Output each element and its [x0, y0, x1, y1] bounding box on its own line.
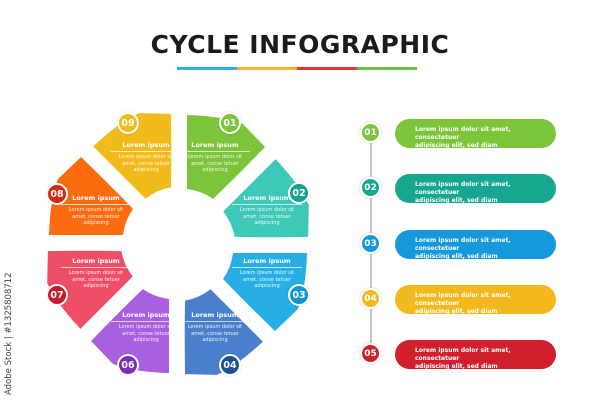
- segment-04-badge: 04: [219, 354, 241, 376]
- segment-08-text: Lorem ipsum Lorem ipsum dolor sit amet, …: [61, 194, 131, 227]
- segment-body: Lorem ipsum dolor sit amet, conse tetuer…: [68, 207, 124, 226]
- underline-blue: [177, 67, 237, 70]
- segment-heading: Lorem ipsum: [180, 311, 250, 322]
- segment-body: Lorem ipsum dolor sit amet, conse tetuer…: [68, 270, 124, 289]
- segment-heading: Lorem ipsum: [111, 311, 181, 322]
- segment-heading: Lorem ipsum: [232, 257, 302, 268]
- segment-heading: Lorem ipsum: [232, 194, 302, 205]
- timeline-text-line1: Lorem ipsum dolor sit amet, consectetuer: [415, 292, 511, 307]
- timeline-badge-01: 01: [360, 122, 381, 143]
- segment-heading: Lorem ipsum: [61, 194, 131, 205]
- underline-red: [297, 67, 357, 70]
- timeline-badge-04: 04: [360, 288, 381, 309]
- timeline-item-04: Lorem ipsum dolor sit amet, consectetuer…: [395, 285, 556, 315]
- segment-body: Lorem ipsum dolor sit amet, conse tetuer…: [118, 154, 174, 173]
- timeline-text-line1: Lorem ipsum dolor sit amet, consectetuer: [415, 237, 511, 252]
- segment-04-text: Lorem ipsum Lorem ipsum dolor sit amet, …: [180, 311, 250, 344]
- segment-06-badge: 06: [117, 354, 139, 376]
- timeline-text-line2: adipiscing elit, sed diam: [415, 142, 498, 149]
- segment-heading: Lorem ipsum: [111, 141, 181, 152]
- title-underline: [177, 67, 417, 70]
- segment-heading: Lorem ipsum: [61, 257, 131, 268]
- timeline-text-line1: Lorem ipsum dolor sit amet, consectetuer: [415, 126, 511, 141]
- timeline-text-line1: Lorem ipsum dolor sit amet, consectetuer: [415, 347, 511, 362]
- segment-01-badge: 01: [219, 112, 241, 134]
- segment-03-badge: 03: [288, 284, 310, 306]
- segment-02-text: Lorem ipsum Lorem ipsum dolor sit amet, …: [232, 194, 302, 227]
- segment-01-text: Lorem ipsum Lorem ipsum dolor sit amet, …: [180, 141, 250, 174]
- segment-09-badge: 09: [117, 112, 139, 134]
- timeline-text-line2: adipiscing elit, sed diam: [415, 308, 498, 315]
- segment-03-text: Lorem ipsum Lorem ipsum dolor sit amet, …: [232, 257, 302, 290]
- segment-06-text: Lorem ipsum Lorem ipsum dolor sit amet, …: [111, 311, 181, 344]
- timeline-text-line1: Lorem ipsum dolor sit amet, consectetuer: [415, 181, 511, 196]
- timeline-badge-03: 03: [360, 233, 381, 254]
- segment-body: Lorem ipsum dolor sit amet, conse tetuer…: [118, 324, 174, 343]
- timeline-text-line2: adipiscing elit, sed diam: [415, 363, 498, 370]
- segment-body: Lorem ipsum dolor sit amet, conse tetuer…: [239, 270, 295, 289]
- timeline-badge-05: 05: [360, 343, 381, 364]
- segment-heading: Lorem ipsum: [180, 141, 250, 152]
- segment-body: Lorem ipsum dolor sit amet, conse tetuer…: [187, 154, 243, 173]
- timeline-badge-02: 02: [360, 177, 381, 198]
- segment-09-text: Lorem ipsum Lorem ipsum dolor sit amet, …: [111, 141, 181, 174]
- underline-yellow: [237, 67, 297, 70]
- underline-green: [357, 67, 417, 70]
- segment-body: Lorem ipsum dolor sit amet, conse tetuer…: [187, 324, 243, 343]
- segment-body: Lorem ipsum dolor sit amet, conse tetuer…: [239, 207, 295, 226]
- segment-08-badge: 08: [46, 183, 68, 205]
- timeline-item-01: Lorem ipsum dolor sit amet, consectetuer…: [395, 119, 556, 149]
- timeline-text-line2: adipiscing elit, sed diam: [415, 197, 498, 204]
- segment-07-text: Lorem ipsum Lorem ipsum dolor sit amet, …: [61, 257, 131, 290]
- timeline-item-02: Lorem ipsum dolor sit amet, consectetuer…: [395, 174, 556, 204]
- segment-07-badge: 07: [46, 284, 68, 306]
- timeline-text-line2: adipiscing elit, sed diam: [415, 253, 498, 260]
- page-title: CYCLE INFOGRAPHIC: [150, 30, 450, 59]
- timeline-item-03: Lorem ipsum dolor sit amet, consectetuer…: [395, 230, 556, 260]
- stock-watermark: Adobe Stock | #1325808712: [4, 272, 14, 395]
- timeline-item-05: Lorem ipsum dolor sit amet, consectetuer…: [395, 340, 556, 370]
- segment-02-badge: 02: [288, 182, 310, 204]
